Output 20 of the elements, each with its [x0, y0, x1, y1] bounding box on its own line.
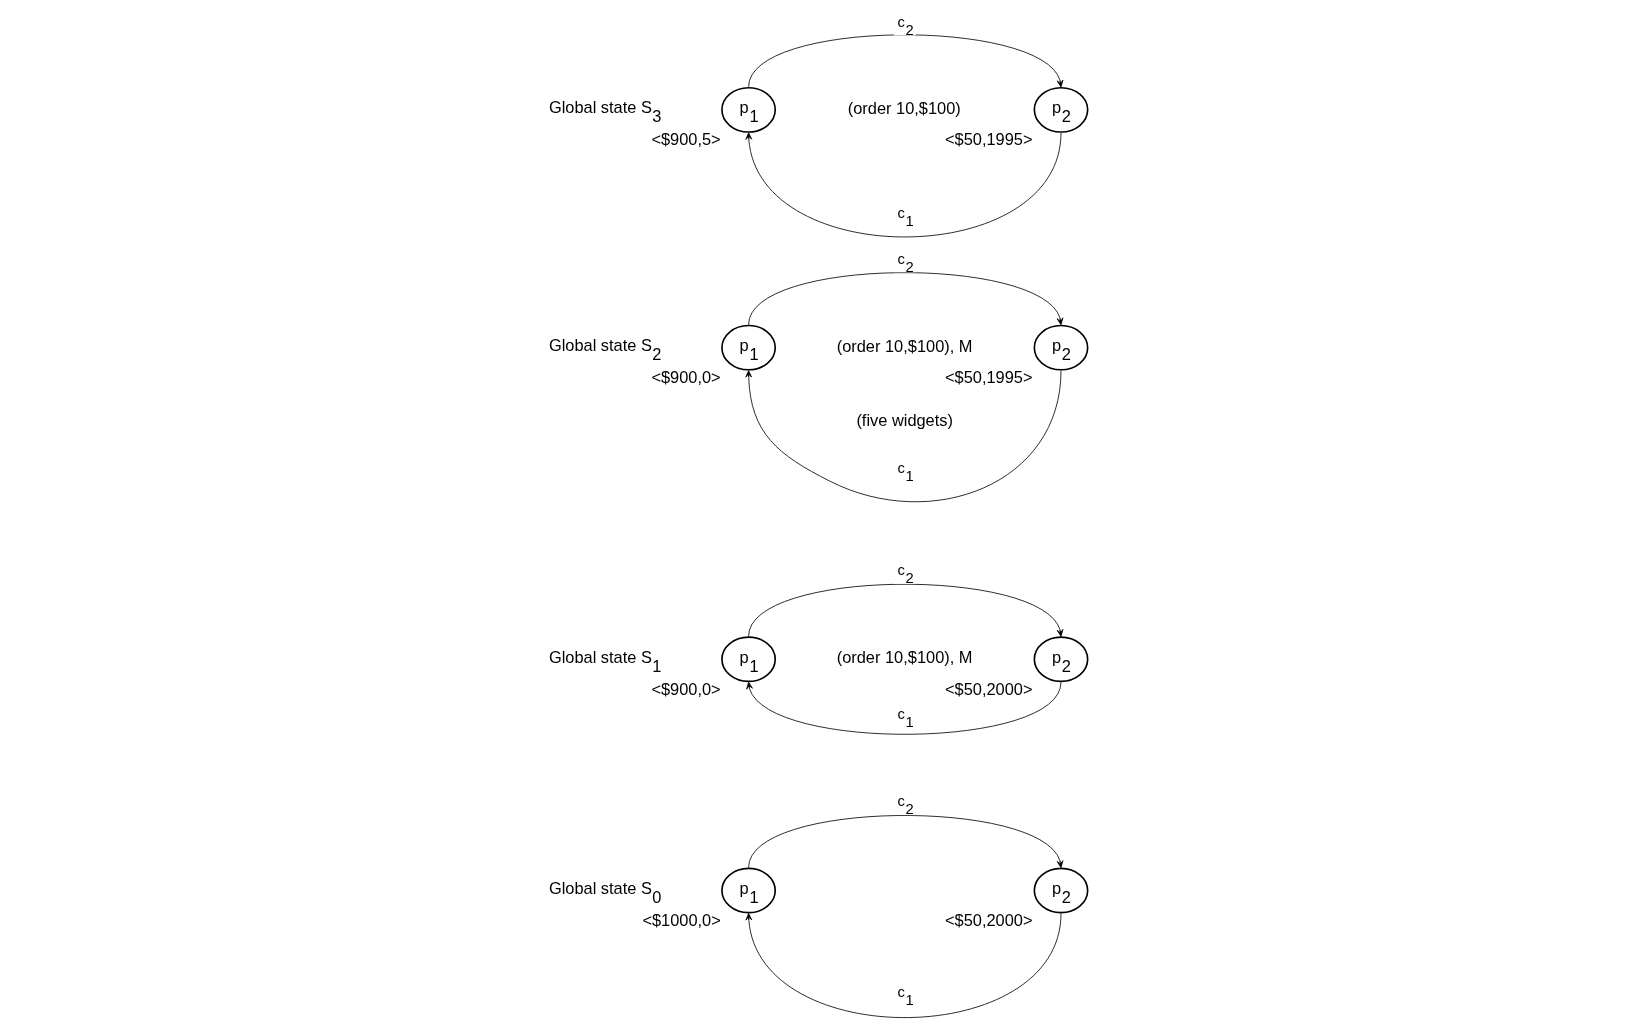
- node-label: <$900,0>: [650, 367, 721, 386]
- arrow: [745, 681, 1061, 735]
- label: (order 10,$100), M: [836, 336, 972, 355]
- node-label: <$1000,0>: [641, 910, 721, 929]
- label: (order 10,$100): [847, 98, 961, 117]
- node-label: <$50,2000>: [944, 679, 1032, 698]
- arrow: [744, 912, 1061, 1018]
- label: (five widgets): [855, 410, 953, 429]
- arrow: [747, 583, 1063, 637]
- node-label: <$50,1995>: [944, 129, 1032, 148]
- arrow: [747, 34, 1063, 87]
- arrow: [744, 369, 1061, 502]
- arrow: [747, 271, 1063, 325]
- arrow: [747, 814, 1063, 868]
- node-label: <$900,0>: [650, 679, 721, 698]
- node-label: <$50,1995>: [944, 367, 1032, 386]
- node-label: <$50,2000>: [944, 910, 1032, 929]
- arrow: [744, 131, 1061, 237]
- label: (order 10,$100), M: [836, 647, 972, 666]
- node-label: <$900,5>: [650, 129, 721, 148]
